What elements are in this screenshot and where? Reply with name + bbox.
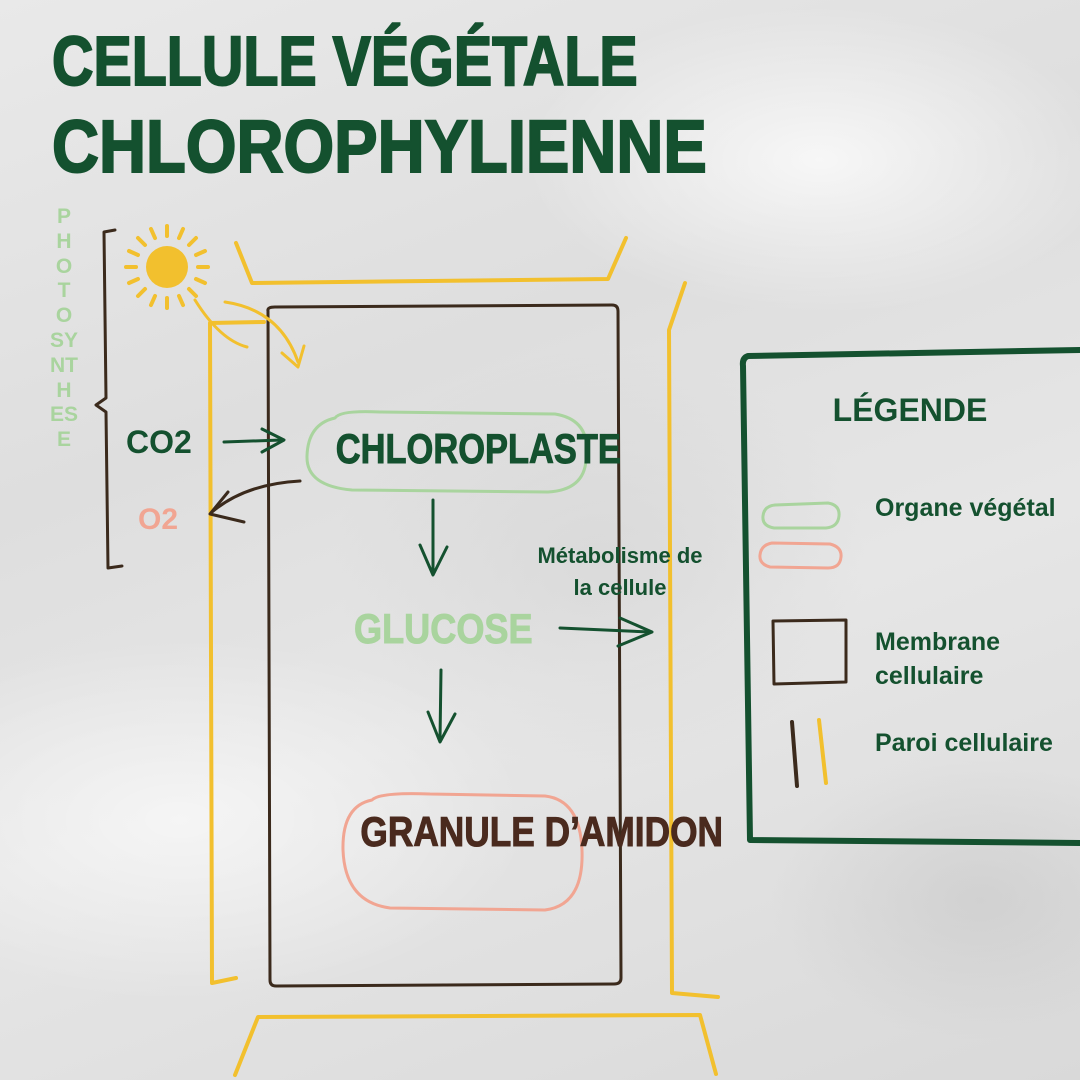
page-title-line-2: CHLOROPHYLIENNE xyxy=(51,105,708,188)
legend-item-organ: Organe végétal xyxy=(875,494,1056,522)
legend-wall-brown-swatch xyxy=(790,720,799,788)
chloroplast-label: CHLOROPLASTE xyxy=(335,425,621,473)
co2-label: CO2 xyxy=(126,424,192,460)
cell-membrane xyxy=(266,303,623,988)
metabolism-arrow xyxy=(558,616,654,648)
photosynthesis-label: PHOTOSYNTHESE xyxy=(50,205,79,452)
sun-icon xyxy=(124,224,210,310)
legend-organ-salmon-swatch xyxy=(758,541,843,570)
glucose-label: GLUCOSE xyxy=(354,605,533,653)
o2-label: O2 xyxy=(138,503,179,536)
legend-title: LÉGENDE xyxy=(832,392,988,428)
granule-outline xyxy=(341,792,584,912)
sunlight-arrow xyxy=(193,298,306,369)
legend-wall-yellow-swatch xyxy=(817,718,828,785)
co2-arrow xyxy=(222,427,286,454)
page-title-line-1: CELLULE VÉGÉTALE xyxy=(51,22,638,100)
legend-box xyxy=(739,347,1080,846)
down-arrow-2 xyxy=(426,668,457,744)
cell-wall xyxy=(208,236,720,1077)
granule-label: GRANULE D’AMIDON xyxy=(360,808,723,856)
down-arrow-1 xyxy=(418,498,449,577)
photosynthesis-bracket xyxy=(94,228,124,570)
chloroplast-outline xyxy=(305,410,589,494)
o2-arrow xyxy=(208,479,302,524)
legend-membrane-swatch xyxy=(771,618,848,686)
legend-item-wall: Paroi cellulaire xyxy=(875,729,1053,757)
legend-organ-green-swatch xyxy=(761,501,841,530)
metabolism-label: Métabolisme de la cellule xyxy=(537,543,703,600)
legend-item-membrane: Membrane cellulaire xyxy=(875,628,1001,690)
